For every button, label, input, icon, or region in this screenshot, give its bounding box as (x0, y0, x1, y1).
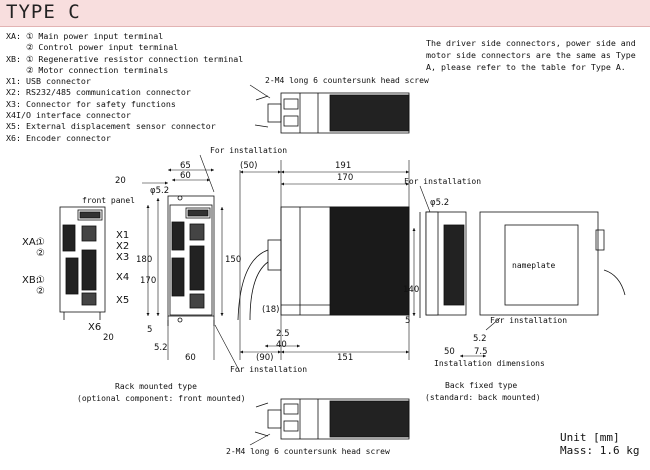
port-x4: X4 (116, 272, 130, 283)
legend-line: XA: ① Main power input terminal (6, 31, 164, 41)
install-label-back-bottom: For installation (490, 316, 568, 325)
side-view-drawing (237, 206, 410, 321)
port-x5: X5 (116, 295, 130, 306)
unit-label: Unit [mm] (560, 431, 620, 444)
dim-18: (18) (262, 305, 280, 315)
legend-line: X1: USB connector (6, 76, 91, 87)
dim-20b: 20 (103, 333, 114, 343)
legend-line: X6: Encoder connector (6, 132, 111, 143)
install-label-bottom: For installation (230, 365, 308, 374)
dim-90: (90) (256, 353, 274, 363)
dim-5: 5 (147, 325, 153, 335)
connector-legend: XA: ① Main power input terminal ② Contro… (6, 31, 243, 144)
dim-25: 2.5 (276, 329, 290, 339)
nameplate-label: nameplate (512, 261, 556, 270)
dim-5b: 5 (405, 316, 411, 326)
port-xb-2: ② (36, 286, 45, 297)
port-x3: X3 (116, 252, 130, 263)
port-x1: X1 (116, 230, 130, 241)
dim-170: 170 (140, 276, 157, 286)
front-panel-label: front panel (82, 196, 135, 205)
bottom-view-drawing (254, 398, 410, 440)
legend-line: ② Control power input terminal (6, 42, 179, 53)
dim-40: 40 (276, 340, 287, 350)
unit-block: Unit [mm] Mass: 1.6 kg (560, 431, 639, 457)
legend-line: X2: RS232/485 communication connector (6, 87, 191, 98)
top-view-drawing (254, 92, 410, 134)
legend-line: XB: ① Regenerative resistor connection t… (6, 53, 244, 64)
dim-150: 150 (225, 255, 242, 265)
port-xa-2: ② (36, 248, 45, 259)
install-label-rack: For installation (210, 146, 288, 155)
dim-phi52b: φ5.2 (430, 198, 450, 208)
legend-line: ② Motor connection terminals (6, 64, 169, 75)
port-x6: X6 (88, 322, 102, 333)
dim-151: 151 (337, 353, 354, 363)
dim-52: 5.2 (154, 343, 168, 353)
rack-mount-drawing (167, 195, 215, 326)
dim-60b: 60 (185, 353, 196, 363)
dim-75: 7.5 (474, 347, 488, 357)
dim-170b: 170 (337, 173, 354, 183)
dim-65: 65 (180, 161, 191, 171)
dim-140: 140 (403, 285, 420, 295)
screw-label-top: 2-M4 long 6 countersunk head screw (265, 76, 429, 85)
back-mount-side-drawing (419, 211, 467, 318)
screw-label-bottom: 2-M4 long 6 countersunk head screw (226, 447, 390, 456)
legend-line: X4I/O interface connector (6, 110, 131, 121)
rack-caption-1: Rack mounted type (115, 382, 197, 391)
rack-caption-2: (optional component: front mounted) (77, 394, 246, 403)
title-bar: TYPE C (0, 0, 650, 27)
port-xb-label: XB: (22, 275, 40, 286)
legend-line: X5: External displacement sensor connect… (6, 121, 216, 132)
back-caption-1: Back fixed type (445, 381, 518, 390)
dim-20: 20 (115, 176, 126, 186)
dim-180: 180 (136, 255, 153, 265)
mass-label: Mass: 1.6 kg (560, 444, 640, 457)
dim-50: 50 (444, 347, 455, 357)
dim-191: 191 (335, 161, 352, 171)
installation-dimensions-label: Installation dimensions (434, 359, 545, 368)
back-view-drawing (479, 211, 626, 316)
front-panel-drawing (59, 206, 106, 320)
back-caption-2: (standard: back mounted) (425, 393, 541, 402)
dim-phi52: φ5.2 (150, 186, 170, 196)
legend-line: X3: Connector for safety functions (6, 98, 176, 109)
dim-60: 60 (180, 171, 191, 181)
type-a-note: The driver side connectors, power side a… (426, 38, 636, 72)
port-x2: X2 (116, 241, 130, 252)
port-xa-1: ① (36, 237, 45, 248)
dim-52b: 5.2 (473, 334, 487, 344)
install-label-back: For installation (404, 177, 482, 186)
dim-50p: (50) (240, 161, 258, 171)
port-xb-1: ① (36, 275, 45, 286)
page-title: TYPE C (6, 1, 81, 23)
port-xa-label: XA: (22, 237, 39, 248)
